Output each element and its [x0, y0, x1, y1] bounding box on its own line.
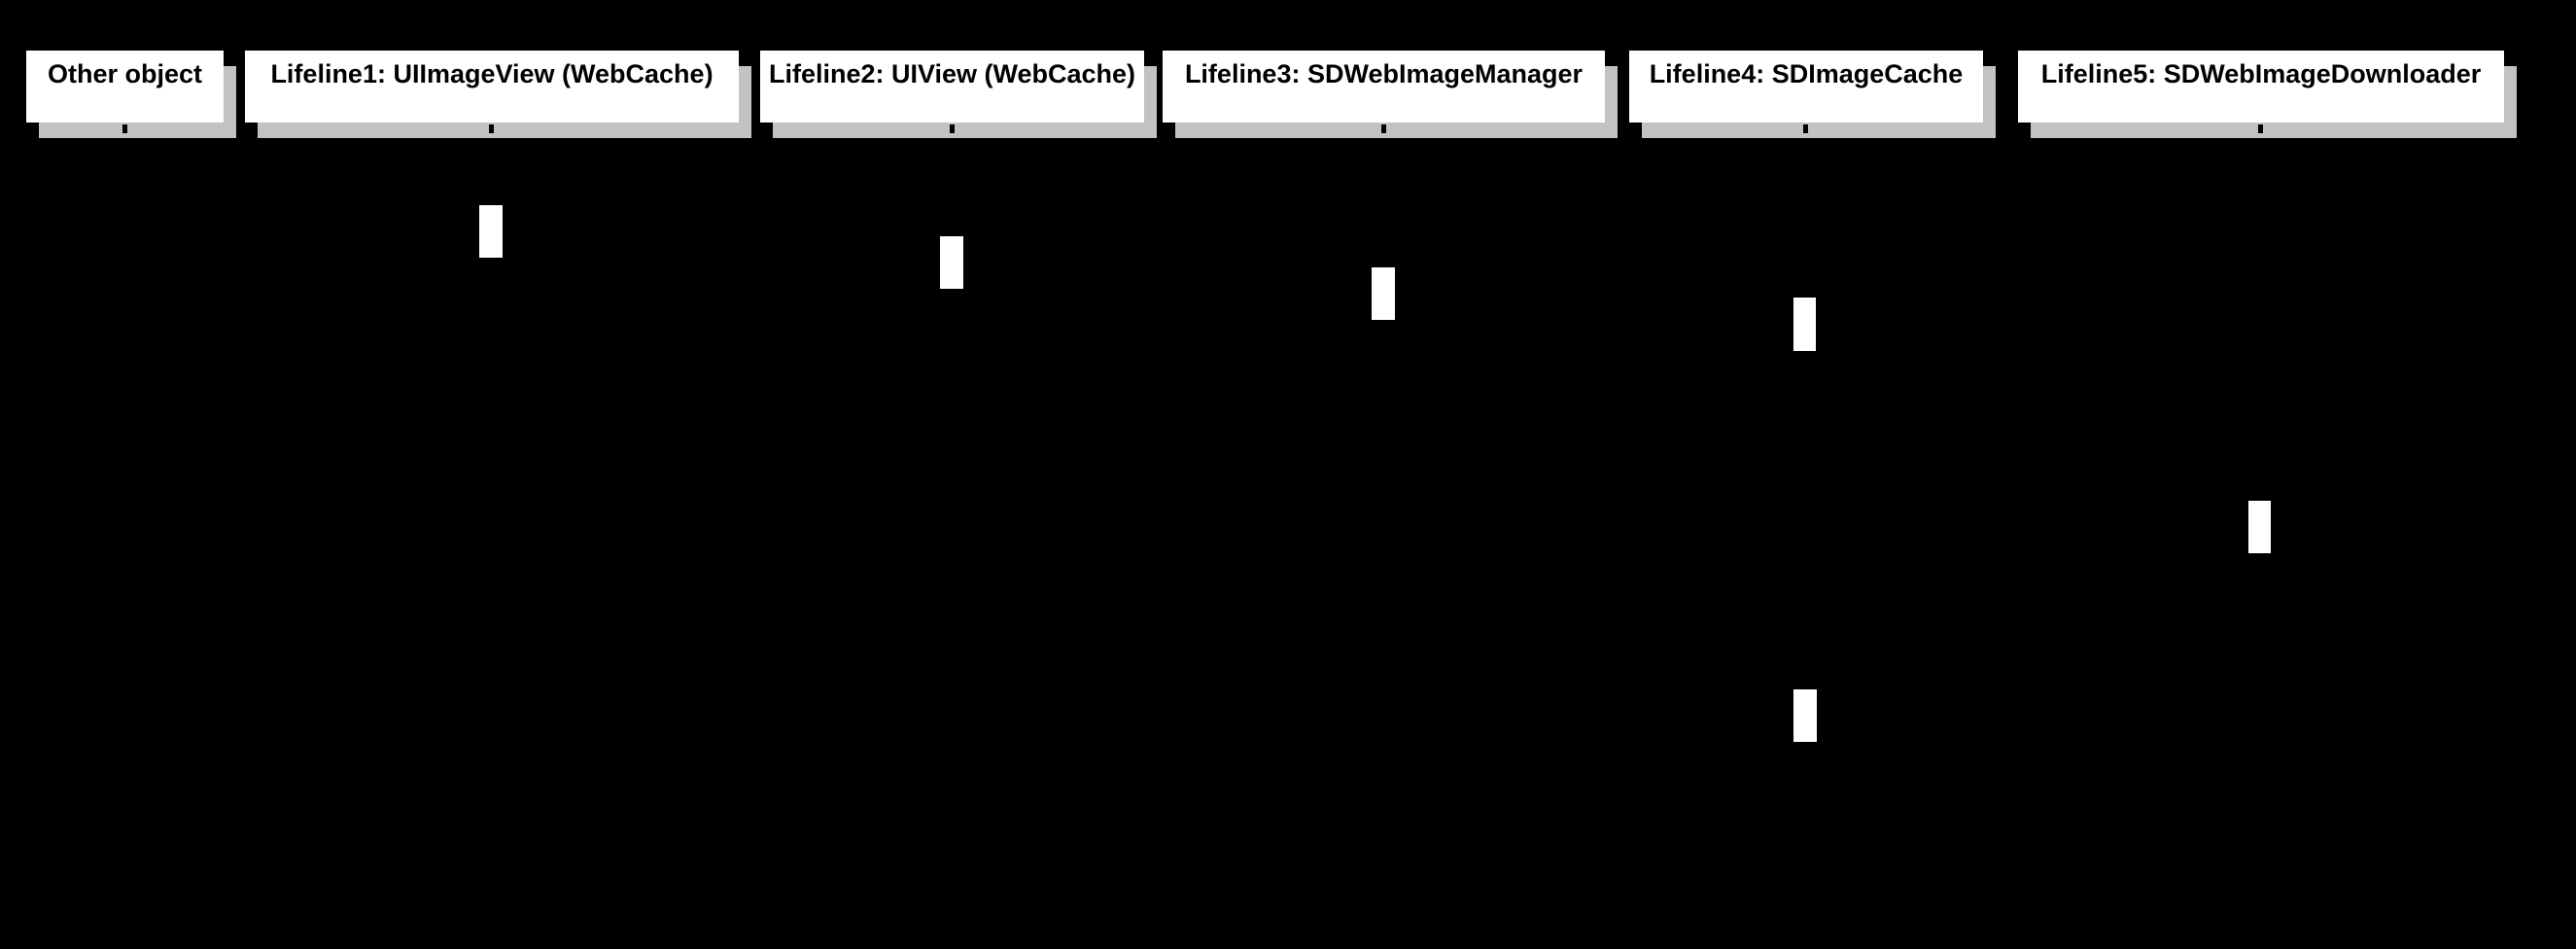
lifeline-label: Lifeline4: SDImageCache — [1649, 59, 1964, 88]
lifeline-header-sdimagecache: Lifeline4: SDImageCache — [1629, 51, 1983, 123]
activation-bar-sdimagecache — [1793, 298, 1816, 351]
activation-bar-sdwebimagemanager — [1372, 267, 1395, 320]
lifeline-label: Lifeline1: UIImageView (WebCache) — [270, 59, 714, 88]
lifeline-dash — [489, 124, 494, 133]
lifeline-header-uiview-webcache: Lifeline2: UIView (WebCache) — [760, 51, 1144, 123]
lifeline-label: Lifeline2: UIView (WebCache) — [768, 59, 1136, 88]
lifeline-dash — [1803, 124, 1808, 133]
lifeline-header-sdwebimagemanager: Lifeline3: SDWebImageManager — [1163, 51, 1605, 123]
lifeline-header-sdwebimagedownloader: Lifeline5: SDWebImageDownloader — [2018, 51, 2504, 123]
lifeline-dash — [1381, 124, 1386, 133]
lifeline-label: Lifeline5: SDWebImageDownloader — [2040, 59, 2482, 88]
lifeline-dash — [950, 124, 955, 133]
lifeline-dash — [122, 124, 127, 133]
lifeline-header-uiimageview-webcache: Lifeline1: UIImageView (WebCache) — [245, 51, 739, 123]
activation-bar-sdimagecache-2 — [1793, 689, 1817, 742]
activation-bar-sdwebimagedownloader — [2248, 501, 2271, 553]
lifeline-label: Lifeline3: SDWebImageManager — [1184, 59, 1584, 88]
activation-bar-uiimageview — [479, 205, 503, 258]
lifeline-dash — [2258, 124, 2263, 133]
lifeline-header-other-object: Other object — [26, 51, 224, 123]
lifeline-label: Other object — [47, 59, 203, 88]
activation-bar-uiview — [940, 236, 963, 289]
